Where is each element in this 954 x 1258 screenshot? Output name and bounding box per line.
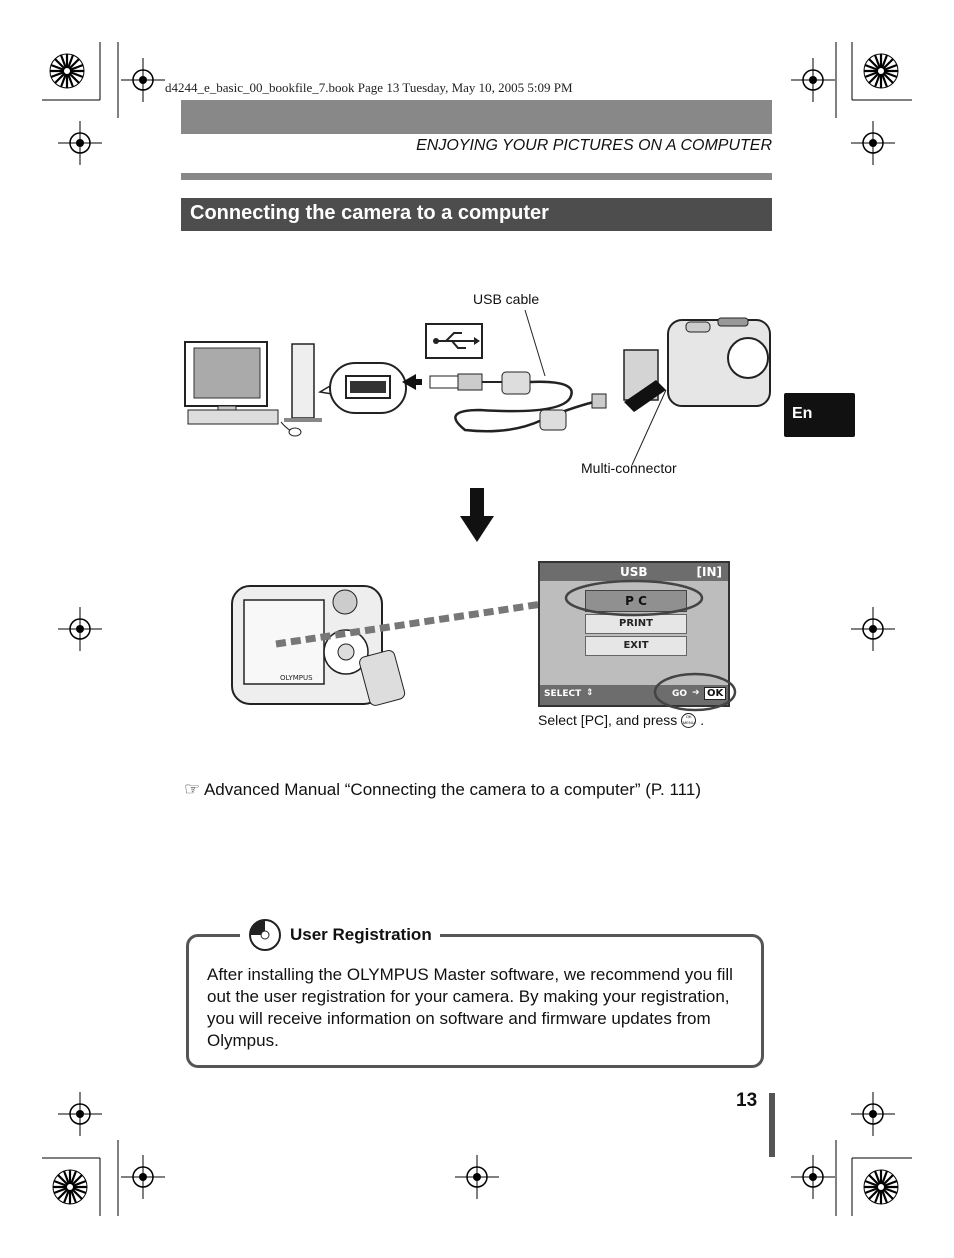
usb-menu-title: USB [620, 565, 648, 579]
lcd-caption-text: Select [PC], and press [538, 712, 678, 728]
page-title-bar: Connecting the camera to a computer [181, 198, 772, 231]
camera-brand-text: OLYMPUS [280, 674, 313, 682]
crosshair-mark [850, 1091, 896, 1137]
registration-star-mark [862, 52, 900, 90]
crosshair-mark [790, 57, 836, 103]
language-tab-label: En [792, 405, 813, 422]
select-arrows-icon: ⇕ [586, 688, 594, 698]
go-hint: GO [672, 689, 688, 699]
page-number: 13 [736, 1090, 758, 1111]
usb-cable-illustration [429, 371, 607, 433]
crosshair-mark [120, 57, 166, 103]
connection-diagram [184, 309, 771, 466]
user-registration-header: User Registration [240, 918, 440, 952]
usb-menu-screen: USB [IN] P C PRINT EXIT SELECT ⇕ GO ➔ OK [538, 561, 730, 707]
crosshair-mark [850, 120, 896, 166]
crosshair-mark [57, 1091, 103, 1137]
usb-menu-footer: SELECT ⇕ GO ➔ OK [540, 685, 728, 705]
highlight-ellipses [564, 579, 737, 712]
header-divider [181, 173, 772, 180]
usb-port-zoom-bubble [317, 362, 407, 414]
dashed-pointer-line [275, 594, 583, 648]
page-number-bar [769, 1093, 775, 1157]
ok-button-icon: OK MENU [681, 712, 697, 728]
usb-symbol-icon [425, 323, 483, 359]
camera-illustration [623, 317, 771, 412]
down-arrow-icon [460, 488, 494, 542]
select-hint: SELECT [544, 689, 582, 699]
ok-button-icon-text: OK MENU [682, 713, 695, 725]
cd-rom-icon [249, 919, 281, 951]
page-title: Connecting the camera to a computer [190, 202, 549, 224]
usb-cable-label: USB cable [473, 291, 540, 307]
header-bar [181, 100, 772, 134]
crosshair-mark [454, 1154, 500, 1200]
user-registration-title: User Registration [290, 925, 432, 944]
crosshair-mark [790, 1154, 836, 1200]
ok-badge: OK [704, 687, 727, 700]
section-label: ENJOYING YOUR PICTURES ON A COMPUTER [416, 137, 772, 154]
user-registration-box [186, 934, 764, 1068]
memory-badge: [IN] [696, 565, 722, 579]
registration-star-mark [48, 52, 86, 90]
menu-option-exit[interactable]: EXIT [585, 636, 687, 656]
crosshair-mark [57, 606, 103, 652]
arrow-right-icon: ➔ [692, 688, 700, 698]
language-tab: En [784, 393, 855, 437]
reference-text: Advanced Manual “Connecting the camera t… [203, 780, 701, 799]
usb-menu-header: USB [IN] [540, 563, 728, 581]
crosshair-mark [850, 606, 896, 652]
crosshair-mark [120, 1154, 166, 1200]
lcd-caption: Select [PC], and press OK MENU . [538, 712, 704, 728]
book-file-line: d4244_e_basic_00_bookfile_7.book Page 13… [165, 80, 573, 95]
multi-connector-label: Multi-connector [581, 460, 677, 476]
crosshair-mark [57, 120, 103, 166]
computer-monitor-illustration [184, 341, 322, 437]
user-registration-body: After installing the OLYMPUS Master soft… [207, 965, 733, 1050]
menu-option-pc[interactable]: P C [585, 590, 687, 612]
manual-reference-icon: ☞ [184, 779, 201, 799]
registration-star-mark [51, 1168, 89, 1206]
registration-star-mark [862, 1168, 900, 1206]
advanced-manual-reference: ☞ Advanced Manual “Connecting the camera… [184, 779, 701, 800]
lcd-caption-end: . [700, 712, 705, 728]
